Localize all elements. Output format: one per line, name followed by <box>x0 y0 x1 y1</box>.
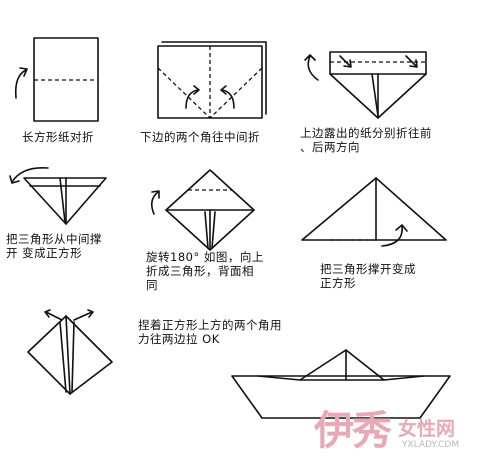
step3-right-arrow-icon <box>405 55 418 68</box>
step3-left-arrow-icon <box>339 55 352 68</box>
step2-right-arrow-icon <box>220 85 235 109</box>
step2-left-arrow-icon <box>185 85 200 109</box>
step5-caption: 旋转180° 如图，向上 折成三角形，背面相 同 <box>146 250 264 292</box>
watermark-logo: 伊秀 <box>314 408 392 454</box>
step3-caption: 上边露出的纸分别折往前 、后两方向 <box>300 126 432 154</box>
step4-caption: 把三角形从中间撑 开 变成正方形 <box>6 232 102 260</box>
step3-paper <box>329 51 427 119</box>
step7-left-pull-arrow-icon <box>44 309 63 321</box>
step5-paper <box>165 169 255 251</box>
step6-open-arrow-icon <box>381 224 408 247</box>
step1-fold-arrow-icon <box>14 67 28 99</box>
step5-rotate-arrow-icon <box>150 190 160 215</box>
step7-caption: 捏着正方形上方的两个角用 力往两边拉 OK <box>138 318 282 346</box>
step3-side-arrow-icon <box>304 54 319 81</box>
step1-paper <box>33 37 99 122</box>
watermark-url: YXLADY.COM <box>402 440 460 450</box>
watermark-subtitle: 女性网 <box>398 418 456 440</box>
step6-caption: 把三角形撑开变成 正方形 <box>320 262 416 290</box>
step4-paper <box>23 177 107 225</box>
step1-caption: 长方形纸对折 <box>22 130 94 144</box>
step4-open-arrow-icon <box>9 166 49 184</box>
step2-caption: 下边的两个角往中间折 <box>140 130 260 144</box>
step7-paper <box>27 315 113 395</box>
step2-paper <box>157 41 267 119</box>
step7-right-pull-arrow-icon <box>73 309 94 321</box>
step6-paper <box>301 177 447 241</box>
